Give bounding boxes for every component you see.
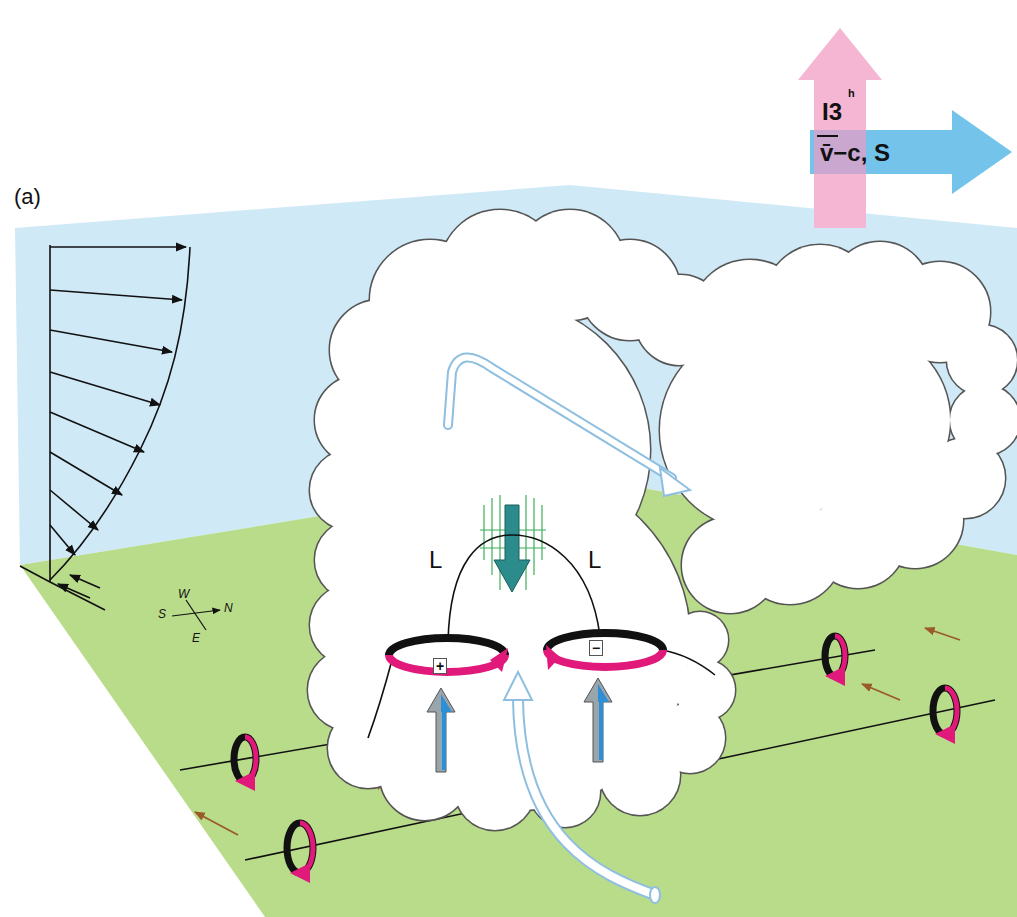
vorticity-symbol: I3 (822, 100, 842, 124)
compass-letter: S (158, 608, 166, 620)
compass-letter: E (192, 632, 200, 644)
storm-relative-wind: v̄−c, S (820, 141, 890, 165)
subscript: h (848, 88, 855, 99)
rotation-sign: + (433, 658, 447, 674)
rotation-sign: − (589, 640, 603, 656)
panel-letter: (a) (14, 186, 41, 208)
compass-letter: W (178, 588, 189, 600)
low-pressure: L (588, 548, 601, 572)
low-pressure: L (429, 548, 442, 572)
compass-letter: N (224, 602, 233, 614)
